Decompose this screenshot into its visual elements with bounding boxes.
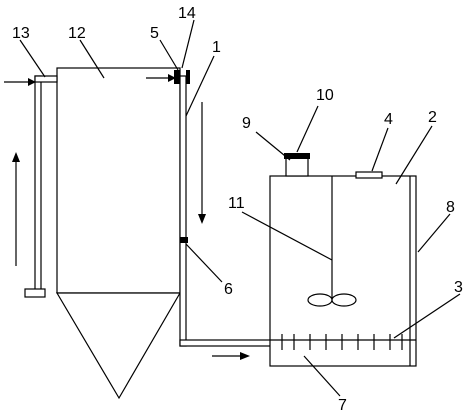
leader-lines (19, 19, 461, 397)
label-5: 5 (150, 25, 159, 42)
pipe-valve (180, 237, 188, 243)
stirred-tank (269, 153, 417, 367)
inlet-arrow-left (4, 78, 36, 86)
label-13: 13 (12, 25, 30, 42)
label-4: 4 (384, 111, 393, 128)
tall-vessel (55, 67, 182, 400)
label-3: 3 (454, 279, 463, 296)
label-14: 14 (178, 5, 196, 22)
label-7: 7 (338, 397, 347, 414)
top-valve (174, 70, 190, 84)
bottom-arrow (212, 352, 250, 360)
transfer-pipe (179, 75, 273, 347)
label-10: 10 (316, 87, 334, 104)
downward-arrow (198, 102, 206, 224)
label-6: 6 (224, 281, 233, 298)
left-return-pipe (24, 75, 58, 298)
upward-arrow (12, 152, 20, 266)
label-8: 8 (446, 199, 455, 216)
label-9: 9 (242, 115, 251, 132)
label-2: 2 (428, 109, 437, 126)
label-11: 11 (228, 195, 245, 212)
inlet-arrow-top (146, 74, 176, 82)
label-1: 1 (212, 39, 221, 56)
label-12: 12 (68, 25, 86, 42)
distributor-plate (270, 334, 416, 350)
stirrer (307, 176, 357, 307)
